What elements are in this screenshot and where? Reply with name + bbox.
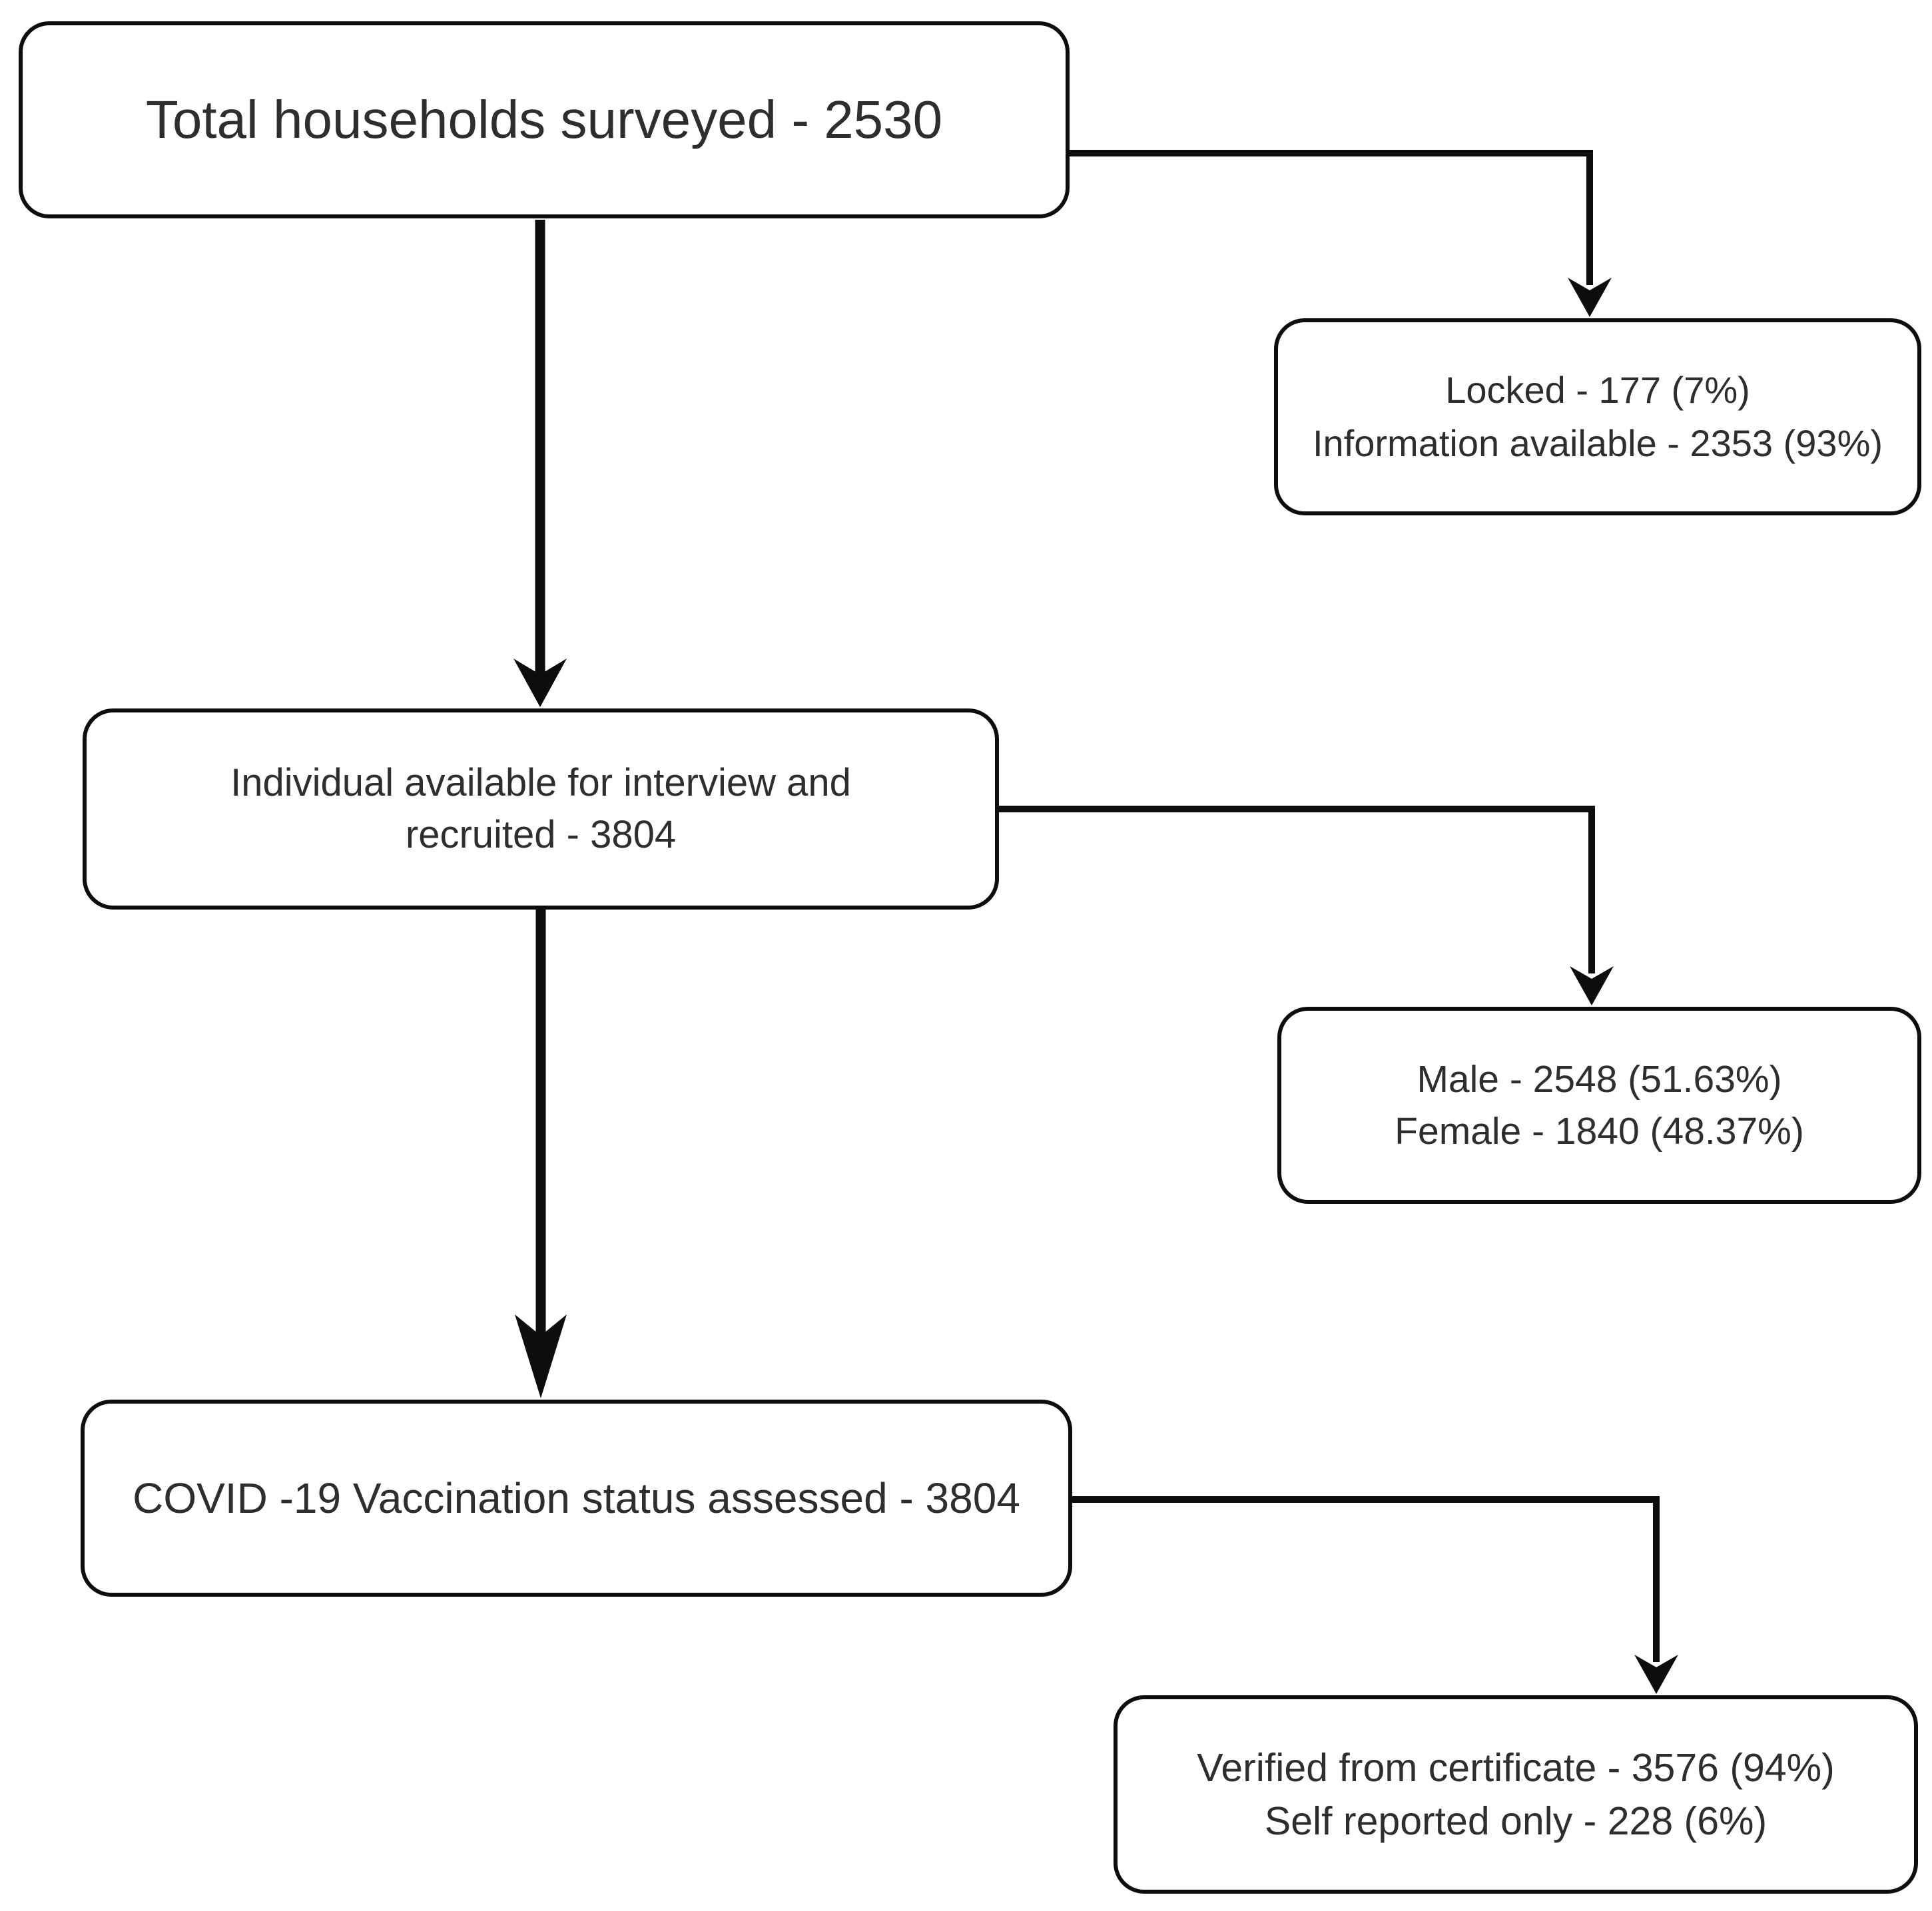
node-individuals-recruited: Individual available for interview and r… [83,708,999,910]
node-text-line: Information available - 2353 (93%) [1312,422,1883,464]
node-verification-breakdown: Verified from certificate - 3576 (94%) S… [1114,1695,1918,1894]
node-text-line: Verified from certificate - 3576 (94%) [1197,1746,1835,1790]
node-text-line: Male - 2548 (51.63%) [1417,1058,1782,1101]
node-gender-breakdown: Male - 2548 (51.63%) Female - 1840 (48.3… [1277,1007,1921,1204]
node-text-line: recruited - 3804 [405,813,677,856]
node-text-line: Self reported only - 228 (6%) [1264,1799,1768,1843]
node-text-line: Female - 1840 (48.37%) [1395,1110,1804,1153]
node-vaccination-status: COVID -19 Vaccination status assessed - … [81,1400,1072,1597]
node-text-line: Locked - 177 (7%) [1445,369,1750,411]
arrow-total-to-recruited [513,220,567,707]
node-text-line: Total households surveyed - 2530 [145,90,943,149]
arrow-total-to-locked [1070,150,1612,317]
arrow-vaccination-to-verification [1072,1496,1678,1694]
node-locked-information: Locked - 177 (7%) Information available … [1274,318,1921,515]
node-text-line: Individual available for interview and [230,761,851,804]
node-text-line: COVID -19 Vaccination status assessed - … [133,1474,1020,1522]
arrow-recruited-to-gender [999,806,1614,1005]
node-total-households: Total households surveyed - 2530 [19,21,1070,218]
arrow-recruited-to-vaccination [515,910,567,1398]
